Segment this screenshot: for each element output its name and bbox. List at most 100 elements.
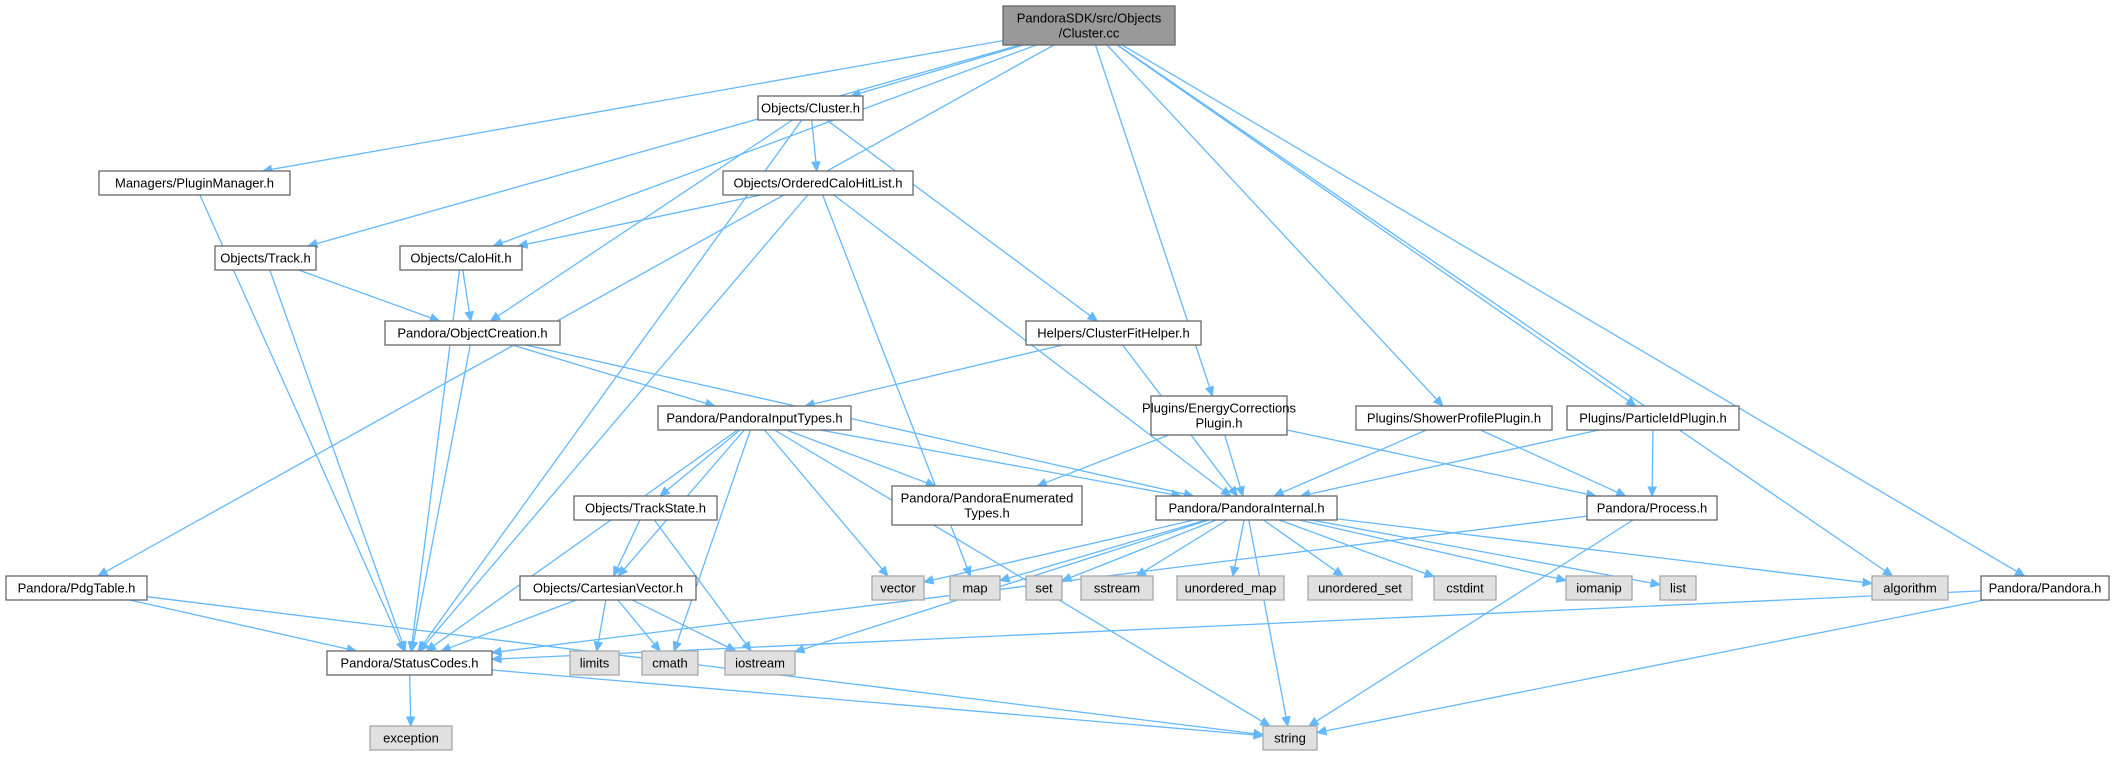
edge-track_h-to-object_creation [298, 269, 441, 323]
node-pandora-internal[interactable]: Pandora/PandoraInternal.h [1155, 495, 1338, 521]
node-shower-profile[interactable]: Plugins/ShowerProfilePlugin.h [1355, 405, 1553, 431]
node-object-creation[interactable]: Pandora/ObjectCreation.h [384, 320, 561, 346]
edge-line [666, 429, 741, 491]
edge-input_types-to-cmath [672, 429, 752, 653]
edge-pandora_internal-to-string [1248, 519, 1291, 728]
edge-line [803, 519, 1209, 650]
node-box [1307, 575, 1413, 601]
node-calohit-h[interactable]: Objects/CaloHit.h [399, 245, 523, 271]
arrowhead-icon [650, 640, 661, 652]
nodes-layer: PandoraSDK/src/Objects/Cluster.ccObjects… [5, 5, 2110, 751]
node-pdg-table[interactable]: Pandora/PdgTable.h [5, 575, 148, 601]
node-root[interactable]: PandoraSDK/src/Objects/Cluster.cc [1002, 5, 1176, 46]
node-label: Objects/OrderedCaloHitList.h [733, 176, 902, 191]
arrowhead-icon [1273, 487, 1285, 497]
node-label: Helpers/ClusterFitHelper.h [1037, 326, 1189, 341]
arrowhead-icon [1625, 396, 1637, 407]
edge-line [409, 674, 412, 718]
edge-energy_corrections-to-pandora_internal [1224, 434, 1245, 498]
arrowhead-icon [425, 641, 437, 652]
edge-line [316, 44, 1021, 245]
node-ordered-calohit[interactable]: Objects/OrderedCaloHitList.h [722, 170, 914, 196]
node-box [1566, 405, 1740, 431]
node-box [214, 245, 317, 271]
edge-line [632, 599, 728, 648]
edge-line [412, 344, 471, 643]
node-cartesian-vector[interactable]: Objects/CartesianVector.h [519, 575, 697, 601]
arrowhead-icon [1862, 577, 1874, 588]
node-box [519, 575, 697, 601]
edge-line [1279, 519, 1426, 575]
edge-pandora_internal-to-iostream [793, 519, 1209, 654]
edge-pandora_internal-to-iomanip [1299, 519, 1568, 584]
edge-status_codes-to-exception [405, 674, 416, 728]
arrowhead-icon [725, 642, 737, 652]
node-box [1002, 5, 1176, 46]
node-vector: vector [871, 575, 925, 601]
node-process-h[interactable]: Pandora/Process.h [1586, 495, 1718, 521]
edge-line [1143, 519, 1228, 572]
edge-line [425, 194, 809, 645]
node-plugin-manager[interactable]: Managers/PluginManager.h [98, 170, 291, 196]
edge-input_types-to-vector [764, 429, 889, 577]
node-box [1176, 575, 1285, 601]
arrowhead-icon [464, 310, 474, 323]
node-box [722, 170, 914, 196]
node-box [1565, 575, 1633, 601]
edge-line [501, 44, 1037, 244]
node-box [657, 405, 852, 431]
edge-line [129, 599, 348, 650]
node-label: set [1035, 581, 1053, 596]
node-label: map [962, 581, 987, 596]
node-label: Plugins/EnergyCorrections [1142, 401, 1296, 416]
node-label: Pandora/PandoraInternal.h [1168, 501, 1324, 516]
edge-line [449, 599, 577, 649]
node-label: Plugin.h [1196, 416, 1243, 431]
edge-line [1286, 429, 1588, 495]
node-box [757, 95, 864, 121]
node-box [326, 650, 493, 676]
edge-line [1309, 429, 1599, 495]
node-input-types[interactable]: Pandora/PandoraInputTypes.h [657, 405, 852, 431]
node-exception: exception [369, 725, 453, 751]
edge-line [1325, 599, 1985, 732]
node-track-state[interactable]: Objects/TrackState.h [573, 495, 718, 521]
edge-line [525, 344, 1185, 495]
arrowhead-icon [1432, 395, 1444, 407]
edge-line [512, 344, 707, 405]
arrowhead-icon [405, 716, 416, 728]
node-label: unordered_set [1318, 581, 1402, 596]
node-status-codes[interactable]: Pandora/StatusCodes.h [326, 650, 493, 676]
edge-line [105, 44, 1055, 573]
node-cluster-h[interactable]: Objects/Cluster.h [757, 95, 864, 121]
edge-line [1651, 429, 1654, 488]
node-cluster-fit-helper[interactable]: Helpers/ClusterFitHelper.h [1025, 320, 1202, 346]
arrowhead-icon [1235, 485, 1245, 498]
node-label: Types.h [964, 506, 1010, 521]
node-box [98, 170, 291, 196]
edge-input_types-to-track_state [659, 429, 741, 497]
node-particle-id[interactable]: Plugins/ParticleIdPlugin.h [1566, 405, 1740, 431]
node-pandora-h[interactable]: Pandora/Pandora.h [1980, 575, 2110, 601]
node-label: vector [880, 581, 916, 596]
arrowhead-icon [878, 565, 889, 577]
node-box [724, 650, 796, 676]
node-box [1980, 575, 2110, 601]
node-box [1433, 575, 1497, 601]
edge-track_state-to-cartesian_vector [613, 519, 641, 578]
edge-pandora_internal-to-list [1311, 519, 1662, 588]
node-track-h[interactable]: Objects/Track.h [214, 245, 317, 271]
edge-object_creation-to-status_codes [408, 344, 471, 653]
edge-pdg_table-to-string [146, 596, 1265, 739]
edge-pandora_internal-to-unordered_set [1263, 519, 1345, 577]
edge-pandora_internal-to-cstdint [1279, 519, 1436, 578]
node-sstream: sstream [1080, 575, 1154, 601]
edge-line [422, 119, 803, 645]
edge-line [1070, 519, 1217, 579]
edges-layer [97, 39, 2026, 740]
edge-line [491, 669, 1255, 736]
node-label: Pandora/Process.h [1597, 501, 1708, 516]
edge-line [932, 519, 1195, 581]
